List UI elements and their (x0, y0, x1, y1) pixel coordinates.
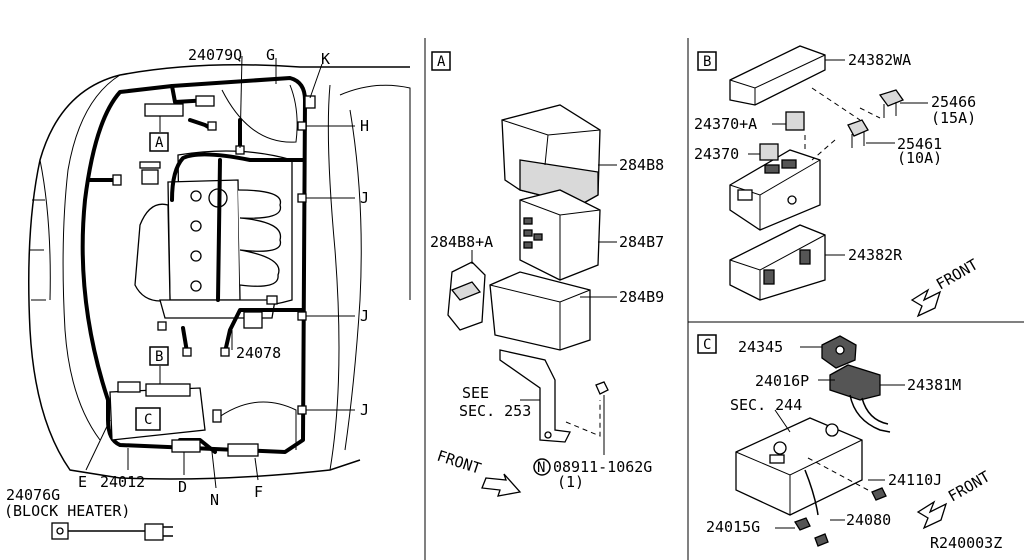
label-tag: A (437, 54, 446, 70)
callout-box-c (135, 407, 161, 431)
label-p25466: 25466 (931, 93, 976, 111)
label-p24015g: 24015G (706, 518, 760, 536)
battery-cable (829, 364, 891, 433)
label-sec244: SEC. 244 (730, 396, 802, 414)
label-j2: J (360, 307, 369, 325)
label-k: K (321, 50, 330, 68)
label-p24381m: 24381M (907, 376, 961, 394)
panel-b-labels: 24382WA 25466 (15A) 24370+A 25461 (10A) … (694, 51, 981, 293)
ground-cable-24015g (794, 517, 829, 547)
label-g: G (266, 46, 275, 64)
label-p284b7: 284B7 (619, 233, 664, 251)
label-d: D (178, 478, 187, 496)
front-arrow-b (910, 288, 942, 318)
panel-a-tag (431, 51, 451, 71)
label-p24080: 24080 (846, 511, 891, 529)
bolt-24110j (871, 487, 887, 501)
label-p24079q: 24079Q (188, 46, 242, 64)
front-arrow-a (481, 473, 522, 497)
panel-c: C (697, 334, 948, 547)
engine-bay-labels: 24079Q G K H J J J A B C 24078 E 24012 D… (4, 46, 369, 520)
relay-box-cover (729, 45, 826, 106)
label-p284b8: 284B8 (619, 156, 664, 174)
label-p24382r: 24382R (848, 246, 903, 264)
fuse-25461 (847, 119, 869, 148)
label-p284b9: 284B9 (619, 288, 664, 306)
fuse-25466 (878, 89, 905, 118)
label-a10: (10A) (897, 149, 942, 167)
label-j1: J (360, 189, 369, 207)
fusible-link-holder (821, 335, 857, 369)
panel-b-tag (697, 51, 717, 71)
label-front: FRONT (435, 447, 484, 478)
label-p24382wa: 24382WA (848, 51, 911, 69)
bracket (499, 349, 609, 443)
label-p24370: 24370 (694, 145, 739, 163)
label-p24110j: 24110J (888, 471, 942, 489)
callout-box-a (149, 132, 169, 152)
engine-bay-leaders (85, 55, 355, 489)
label-j3: J (360, 401, 369, 419)
panel-dividers (424, 38, 1024, 560)
reference-code: R240003Z (930, 534, 1002, 552)
callout-box-b (149, 346, 169, 366)
panel-c-labels: 24345 24016P 24381M SEC. 244 24110J 2401… (706, 338, 993, 536)
label-p24076g: 24076G (6, 486, 60, 504)
block-heater-cable (51, 522, 173, 541)
relay-24370 (759, 143, 779, 161)
label-front: FRONT (945, 467, 993, 505)
label-sec253: SEC. 253 (459, 402, 531, 420)
label-qty: (1) (557, 473, 584, 491)
label-n_circle: N (537, 460, 545, 476)
label-p24370a: 24370+A (694, 115, 757, 133)
cover-clip (447, 261, 486, 331)
label-p08911: 08911-1062G (553, 458, 652, 476)
front-arrow-c (916, 500, 948, 530)
fuse-box-lower-case (489, 271, 591, 351)
panel-b: B (697, 45, 942, 318)
label-block_heater: (BLOCK HEATER) (4, 502, 130, 520)
panel-c-tag (697, 334, 717, 354)
label-see: SEE (462, 384, 489, 402)
label-n: N (210, 491, 219, 509)
label-p24078: 24078 (236, 344, 281, 362)
fuse-box-cover (501, 104, 601, 206)
engine-bay-illustration (28, 55, 411, 541)
label-b: B (155, 349, 163, 365)
n-circle (533, 458, 551, 476)
fuse-block (519, 189, 601, 281)
label-a15: (15A) (931, 109, 976, 127)
relay-24370a (785, 111, 805, 131)
label-front: FRONT (933, 255, 981, 293)
label-p24012: 24012 (100, 473, 145, 491)
panel-a: A (431, 51, 617, 497)
label-tag: C (703, 337, 711, 353)
label-e: E (78, 473, 87, 491)
label-a: A (155, 135, 164, 151)
label-p284b8a: 284B8+A (430, 233, 493, 251)
relay-box (729, 149, 826, 301)
label-p25461: 25461 (897, 135, 942, 153)
label-p24345: 24345 (738, 338, 783, 356)
label-c: C (144, 412, 152, 428)
connectors (109, 95, 316, 457)
battery (735, 417, 863, 516)
label-p24016p: 24016P (755, 372, 809, 390)
label-h: H (360, 117, 369, 135)
label-tag: B (703, 54, 711, 70)
label-f: F (254, 483, 263, 501)
